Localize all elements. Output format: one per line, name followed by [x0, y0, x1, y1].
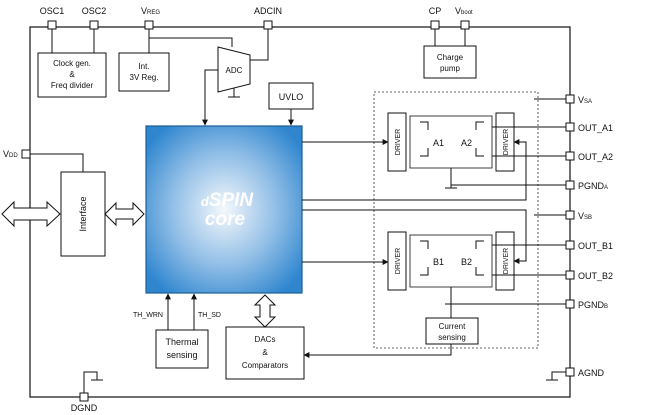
pin-vdd-label: V — [3, 149, 9, 159]
pin-vsb-label: V — [578, 211, 584, 221]
current-label-1: Current — [439, 322, 466, 331]
interface-block: Interface — [60, 171, 106, 257]
pin-pgnda-sub: A — [604, 185, 608, 191]
power-stage-outline — [373, 91, 539, 349]
pin-out-b2-label: OUT_B2 — [578, 271, 613, 281]
regulator-label-2: 3V Reg. — [130, 73, 159, 82]
adc-block: ADC — [202, 46, 251, 126]
svg-text:Vboot: Vboot — [455, 6, 473, 16]
pin-adcin: ADCIN — [254, 6, 282, 30]
pin-vreg: VREG — [141, 6, 160, 30]
bridge-a2-label: A2 — [461, 138, 472, 148]
thermal-label-2: sensing — [166, 350, 197, 360]
dac-label-3: Comparators — [242, 361, 288, 370]
pin-out-a2-label: OUT_A2 — [578, 152, 613, 162]
svg-text:dSPIN: dSPIN — [201, 190, 255, 211]
pin-pgndb-sub: B — [604, 304, 608, 310]
adc-label: ADC — [226, 66, 243, 75]
pin-vdd: VDD — [3, 149, 84, 172]
pin-out-b2: OUT_B2 — [565, 270, 613, 281]
dac-label-2: & — [262, 348, 268, 357]
pin-out-b1: OUT_B1 — [565, 240, 613, 251]
thermal-sensing-block: Thermal sensing TH_WRN TH_SD — [133, 293, 221, 369]
pin-osc2-label: OSC2 — [82, 6, 107, 16]
clock-generator-block: Clock gen. & Freq divider — [37, 52, 107, 98]
external-bus-arrow — [1, 200, 61, 228]
pin-vsa: VSA — [565, 94, 592, 105]
driver-b-right-label: DRIVER — [503, 248, 510, 274]
clock-label-2: & — [69, 70, 75, 79]
thermal-label-1: Thermal — [165, 337, 198, 347]
interface-label: Interface — [78, 196, 88, 231]
th-sd-label: TH_SD — [198, 312, 221, 319]
pin-pgnda: PGNDA — [565, 180, 608, 191]
pin-vsb-sub: SB — [584, 215, 592, 221]
svg-text:VREG: VREG — [141, 6, 160, 16]
svg-text:VSB: VSB — [578, 211, 592, 221]
pin-adcin-label: ADCIN — [254, 6, 282, 16]
dac-comparator-block: DACs & Comparators — [225, 326, 305, 380]
pin-out-a1: OUT_A1 — [565, 122, 613, 133]
current-sensing-block: Current sensing — [425, 317, 479, 345]
internal-regulator-block: Int. 3V Reg. — [118, 52, 170, 92]
pin-out-b1-label: OUT_B1 — [578, 241, 613, 251]
pin-vboot-sub: boot — [461, 10, 473, 16]
pin-osc1: OSC1 — [40, 6, 65, 30]
core-dac-arrow — [253, 294, 277, 328]
svg-text:PGNDB: PGNDB — [578, 300, 608, 310]
uvlo-block: UVLO — [268, 82, 314, 126]
pin-agnd-label: AGND — [578, 368, 605, 378]
regulator-label-1: Int. — [138, 62, 149, 71]
pin-osc1-label: OSC1 — [40, 6, 65, 16]
pin-vreg-sub: REG — [147, 10, 160, 16]
pin-vreg-label: V — [141, 6, 147, 16]
pin-cp: CP — [429, 6, 442, 30]
pin-out-a1-label: OUT_A1 — [578, 123, 613, 133]
dac-label-1: DACs — [255, 335, 276, 344]
core-bus-arrow — [104, 201, 145, 227]
pin-pgnda-label: PGND — [578, 181, 605, 191]
pin-vsa-label: V — [578, 95, 584, 105]
driver-a-left-label: DRIVER — [395, 129, 402, 155]
bridge-a1-label: A1 — [433, 138, 444, 148]
pin-out-a2: OUT_A2 — [565, 151, 613, 162]
svg-text:PGNDA: PGNDA — [578, 181, 608, 191]
current-label-2: sensing — [438, 333, 466, 342]
clock-label-1: Clock gen. — [53, 59, 91, 68]
bridge-b1-label: B1 — [433, 257, 444, 267]
uvlo-label: UVLO — [279, 92, 304, 102]
charge-pump-label-2: pump — [440, 64, 461, 73]
pin-agnd: AGND — [546, 367, 605, 381]
svg-text:VSA: VSA — [578, 95, 592, 105]
core-label-1: SPIN — [209, 190, 255, 211]
pin-vdd-sub: DD — [9, 153, 18, 159]
pin-pgndb-label: PGND — [578, 300, 605, 310]
pin-dgnd-label: DGND — [71, 403, 98, 413]
pin-dgnd: DGND — [71, 371, 103, 413]
svg-text:VDD: VDD — [3, 149, 18, 159]
th-wrn-label: TH_WRN — [133, 312, 163, 319]
pin-osc2: OSC2 — [82, 6, 107, 30]
bridge-a: DRIVER DRIVER A1 A2 — [387, 112, 515, 189]
clock-label-3: Freq divider — [51, 81, 94, 90]
pin-vsa-sub: SA — [584, 99, 592, 105]
dspin-core-block: dSPIN core — [145, 125, 303, 294]
pin-vboot-label: V — [455, 6, 461, 16]
core-prefix: d — [201, 194, 210, 209]
core-label-2: core — [205, 209, 246, 230]
pin-vboot: Vboot — [455, 6, 473, 30]
driver-b-left-label: DRIVER — [395, 248, 402, 274]
pin-cp-label: CP — [429, 6, 442, 16]
charge-pump-label-1: Charge — [437, 53, 464, 62]
pin-vsb: VSB — [565, 210, 592, 221]
charge-pump-block: Charge pump — [423, 45, 477, 79]
driver-a-right-label: DRIVER — [503, 129, 510, 155]
bridge-b2-label: B2 — [461, 257, 472, 267]
pin-pgndb: PGNDB — [565, 299, 608, 310]
